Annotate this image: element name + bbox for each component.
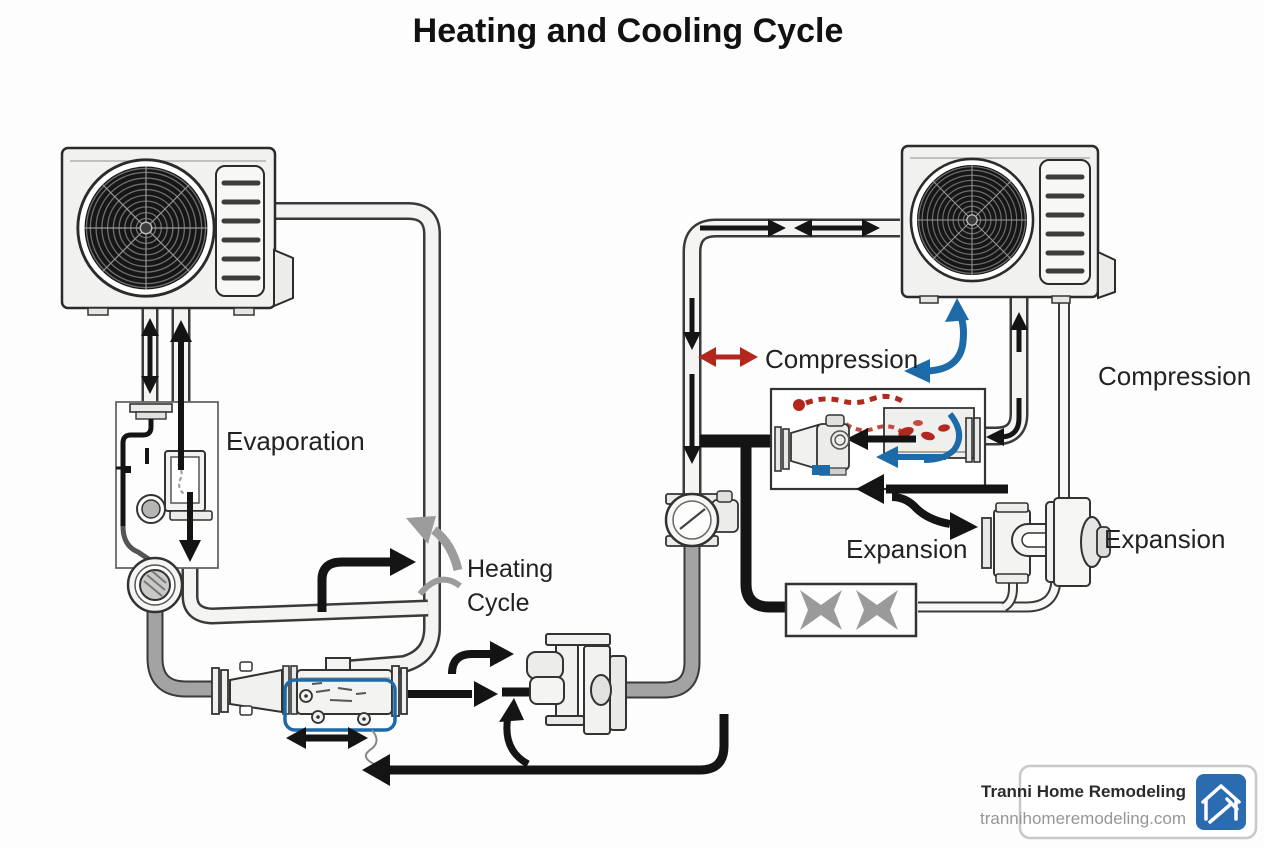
louver-panel xyxy=(215,165,265,297)
label-heating-line1: Heating xyxy=(467,555,553,583)
compressor-device xyxy=(774,414,850,476)
unit-foot xyxy=(919,295,939,304)
louver-panel xyxy=(1039,159,1091,285)
blue-compression-arrow xyxy=(904,298,969,383)
label-expansion-left: Expansion xyxy=(846,534,967,564)
sight-glass-valve xyxy=(126,556,184,614)
compressor-box xyxy=(769,387,987,491)
flow-arrows-black xyxy=(141,219,1028,786)
blue-base xyxy=(812,465,830,475)
watermark-logo-icon xyxy=(1196,774,1246,830)
watermark-name: Tranni Home Remodeling xyxy=(981,782,1186,801)
house-hammer-icon xyxy=(1201,784,1241,824)
unit-foot xyxy=(87,307,109,316)
pump-assembly xyxy=(526,633,627,735)
label-evaporation: Evaporation xyxy=(226,426,365,456)
evaporator-assembly xyxy=(115,401,219,569)
valve-screws xyxy=(299,689,371,726)
pressure-gauge xyxy=(664,490,739,548)
unit-foot xyxy=(233,307,255,316)
fan-icon xyxy=(909,157,1035,283)
gray-cycle-arrows xyxy=(406,516,463,596)
exchanger-x-symbol xyxy=(856,590,898,630)
label-compression-right: Compression xyxy=(1098,361,1251,391)
page-title: Heating and Cooling Cycle xyxy=(413,12,844,50)
label-heating-line2: Cycle xyxy=(467,589,530,617)
exchanger-x-symbol xyxy=(800,590,842,630)
label-compression-mid: Compression xyxy=(765,344,918,374)
valve-detail-dashes xyxy=(311,682,367,702)
reversing-valve-assembly xyxy=(211,657,408,765)
label-expansion-right: Expansion xyxy=(1104,524,1225,554)
black-left-arrowhead xyxy=(846,428,868,450)
unit-foot xyxy=(1051,295,1071,304)
fan-icon xyxy=(76,158,216,298)
blue-left-arrowhead xyxy=(876,446,898,468)
watermark-url: trannihomeremodeling.com xyxy=(980,809,1186,828)
expansion-valve-assembly xyxy=(981,497,1111,587)
right-outdoor-unit xyxy=(900,144,1116,304)
watermark-badge: Tranni Home Remodeling trannihomeremodel… xyxy=(980,764,1258,840)
left-outdoor-unit xyxy=(60,146,294,316)
heat-exchanger-box xyxy=(784,582,918,638)
red-compression-arrow xyxy=(698,347,758,367)
blue-highlight-box xyxy=(283,678,397,732)
unit-side-tab xyxy=(1097,250,1116,300)
hot-gas-trace xyxy=(793,393,950,441)
unit-side-tab xyxy=(273,248,294,308)
